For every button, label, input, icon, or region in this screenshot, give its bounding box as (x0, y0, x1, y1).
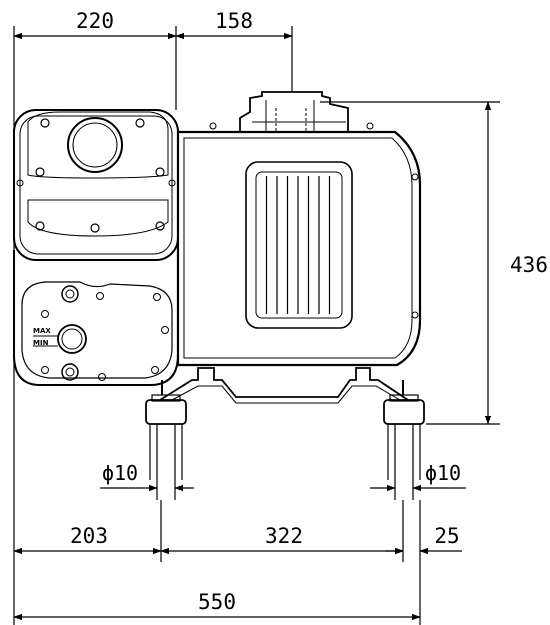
pump-assembly: MAX MIN (13, 91, 425, 500)
dim-203: 203 (70, 524, 108, 548)
dim-436: 436 (510, 253, 548, 277)
base-frame (159, 367, 409, 404)
min-label: MIN (33, 339, 49, 347)
filler-cap-icon (61, 285, 79, 303)
dim-25: 25 (434, 524, 459, 548)
end-cover-upper (13, 109, 179, 261)
max-label: MAX (33, 327, 51, 335)
cooling-grille (245, 161, 353, 329)
dim-phi10-left: ϕ10 (102, 461, 138, 485)
main-housing (176, 122, 422, 367)
drain-plug-icon (61, 363, 79, 381)
dim-158: 158 (215, 9, 253, 33)
dim-220: 220 (76, 9, 114, 33)
dimension-labels: 220 158 436 ϕ10 ϕ10 203 322 25 550 (70, 9, 548, 614)
exhaust-port (239, 91, 349, 132)
inlet-port-icon (67, 117, 123, 173)
foot-left (145, 380, 187, 500)
dim-322: 322 (265, 524, 303, 548)
oil-sight-glass-icon (57, 324, 87, 354)
oil-reservoir: MAX MIN (13, 250, 179, 386)
dimension-lines (13, 26, 500, 625)
dim-550: 550 (198, 590, 236, 614)
dim-phi10-right: ϕ10 (425, 461, 461, 485)
